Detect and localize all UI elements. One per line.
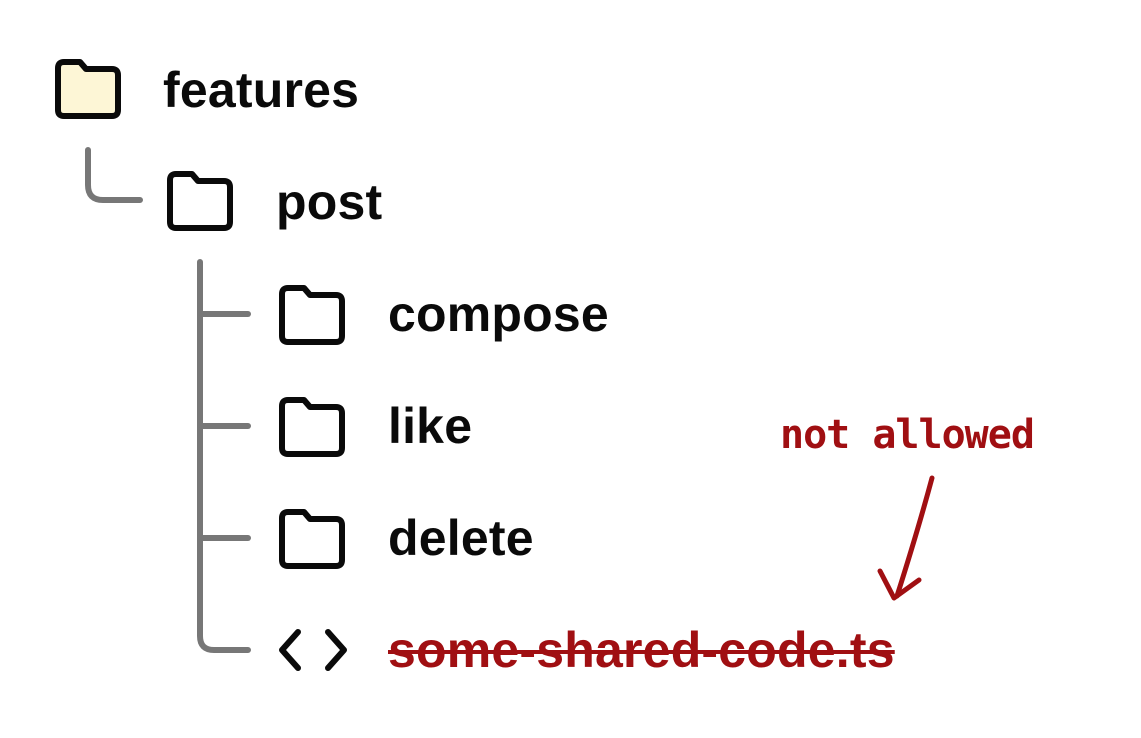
folder-label-compose: compose	[388, 286, 609, 342]
connector-root-to-post	[85, 147, 143, 203]
folder-icon	[279, 397, 345, 457]
file-label-some-shared-code: some-shared-code.ts	[388, 622, 895, 678]
arrow-down-icon	[877, 475, 935, 601]
folder-icon	[279, 509, 345, 569]
folder-label-delete: delete	[388, 510, 534, 566]
folder-label-features: features	[163, 62, 360, 118]
folder-icon	[167, 171, 233, 231]
annotation-not-allowed: not allowed	[780, 412, 1035, 458]
code-icon	[279, 629, 347, 671]
folder-label-post: post	[276, 174, 383, 230]
folder-icon	[279, 285, 345, 345]
connector-post-trunk	[197, 259, 251, 653]
folder-filled-icon	[55, 59, 121, 119]
folder-label-like: like	[388, 398, 473, 454]
